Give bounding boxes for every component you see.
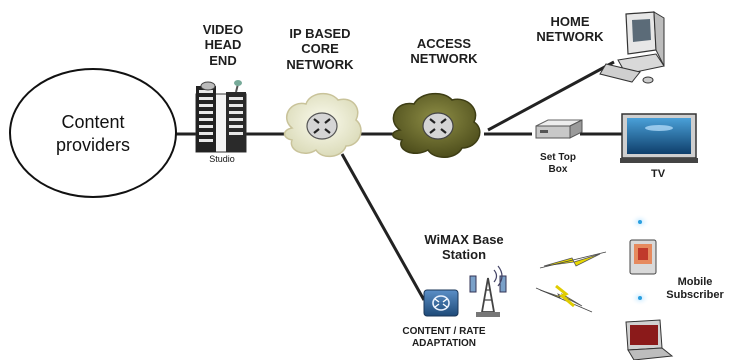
router-icon	[306, 112, 338, 140]
router-icon	[423, 289, 459, 317]
wimax-label: WiMAX Base Station	[424, 232, 504, 263]
ip-core-network-label: IP BASED CORE NETWORK	[286, 26, 354, 72]
studio-label: Studio	[209, 154, 235, 164]
phone-icon	[629, 214, 657, 275]
laptop-icon	[625, 319, 674, 360]
link-core-wimax	[340, 153, 426, 301]
video-head-end-label: VIDEO HEAD END	[202, 22, 244, 68]
tv-label: TV	[650, 168, 666, 180]
set-top-box-label: Set Top Box	[540, 152, 576, 175]
link-access-home	[487, 60, 615, 132]
lightning-icon	[535, 284, 593, 313]
links	[176, 60, 622, 301]
set-top-box-icon	[535, 119, 583, 139]
access-network-label: ACCESS NETWORK	[410, 36, 478, 67]
computer-icon	[599, 11, 665, 84]
building-icon	[195, 80, 247, 153]
tower-icon	[469, 265, 507, 317]
lightning-icon	[539, 251, 607, 269]
mobile-subscriber-label: Mobile Subscriber	[666, 276, 724, 301]
home-network-label: HOME NETWORK	[536, 14, 604, 45]
content-providers-ellipse	[9, 68, 177, 198]
content-providers-label: Content providers	[55, 112, 131, 155]
router-icon	[422, 112, 454, 140]
content-rate-adaptation-label: CONTENT / RATE ADAPTATION	[402, 326, 486, 349]
phone-icon	[630, 290, 650, 306]
tv-icon	[620, 113, 698, 163]
